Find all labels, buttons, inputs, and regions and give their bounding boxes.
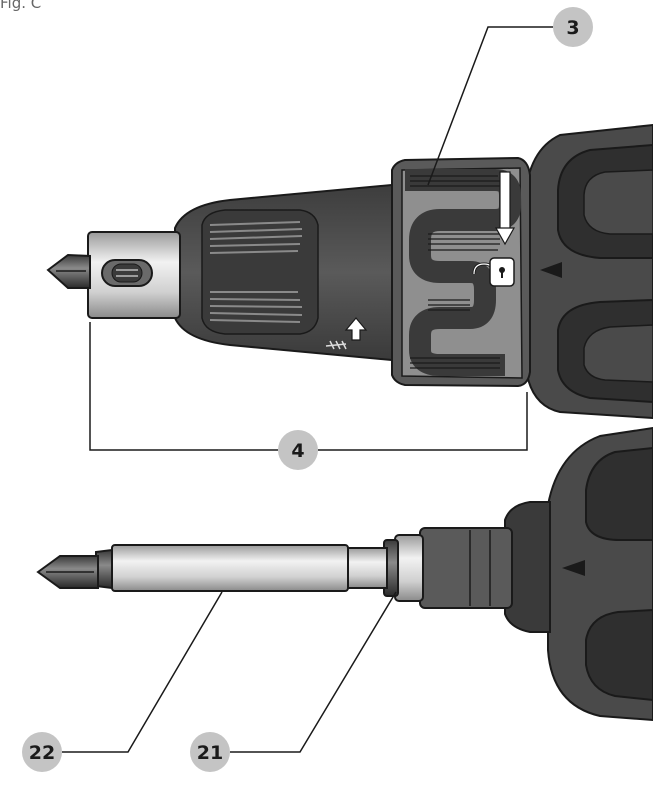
callout-22-label: 22 [29,742,55,764]
callout-4-label: 4 [291,440,304,462]
torque-collar [391,156,531,388]
callout-3-label: 3 [566,17,579,39]
drill-housing-bottom [419,426,653,722]
drill-symbol-icon [325,340,347,350]
leader-21 [230,591,397,753]
lock-icon [472,257,515,287]
bottom-drill-assembly [36,426,653,722]
callout-21-label: 21 [197,742,223,764]
callout-22: 22 [22,732,62,772]
drill-housing-top [524,123,653,420]
leader-22 [62,591,223,753]
screwdriver-bit-top [46,253,91,289]
screwdriver-bit-bottom [36,555,99,589]
pointer-marker [540,262,562,278]
callout-21: 21 [190,732,230,772]
top-drill-assembly [46,123,653,420]
pointer-marker-bottom [562,560,585,576]
bit-holder-shaft [95,544,388,592]
leader-3 [427,26,553,186]
callout-4: 4 [278,430,318,470]
arrow-up-icon [344,317,368,341]
leader-4-left [89,322,278,451]
callout-3: 3 [553,7,593,47]
figure-caption: Fig. C [0,0,42,12]
leader-lines [62,26,553,753]
front-barrel [174,183,393,362]
arrow-down-icon [494,171,516,246]
leader-4-right [318,392,528,451]
bit-holder-sleeve [87,231,181,319]
locking-ring [383,534,424,602]
